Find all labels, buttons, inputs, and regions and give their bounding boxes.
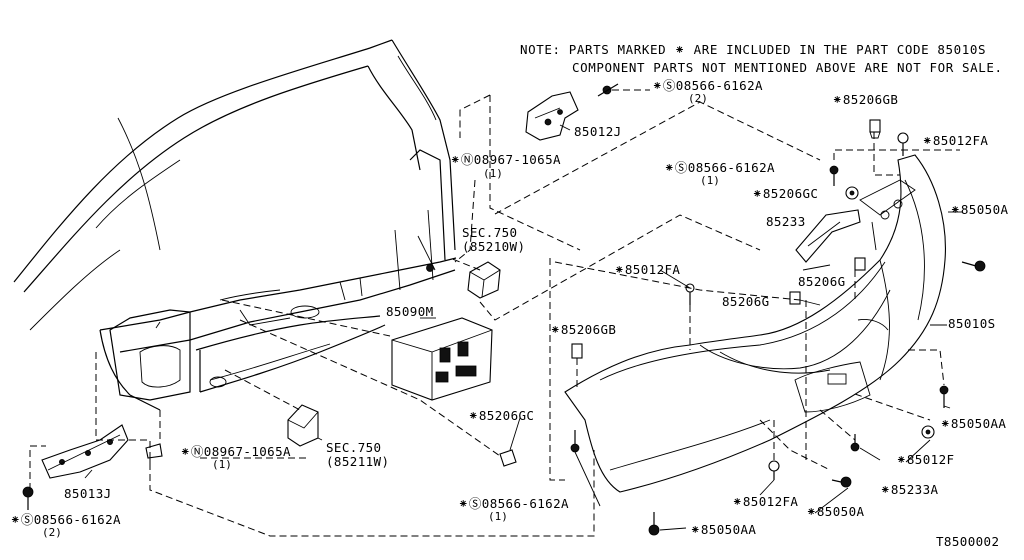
label-85050aa-low: ⁕85050AA	[690, 522, 756, 537]
label-85012f: ⁕85012F	[896, 452, 954, 467]
label-08566-6162a-top: ⁕Ⓢ08566-6162A	[652, 78, 763, 93]
qty-08566-6162a-left: (2)	[42, 526, 62, 539]
label-85010s: 85010S	[948, 316, 996, 331]
qty-08967-1065a-low: (1)	[212, 458, 232, 471]
qty-08566-6162a-top: (2)	[688, 92, 708, 105]
note-line-2: COMPONENT PARTS NOT MENTIONED ABOVE ARE …	[572, 60, 1003, 75]
label-85233a: ⁕85233A	[880, 482, 939, 497]
bracket-85233	[795, 209, 861, 263]
qty-08566-6162a-low: (1)	[488, 510, 508, 523]
fasteners	[22, 83, 986, 536]
label-85090m: 85090M	[386, 304, 434, 319]
vehicle-body-outline	[13, 39, 457, 411]
label-08566-6162a-mid: ⁕Ⓢ08566-6162A	[664, 160, 775, 175]
label-85233: 85233	[766, 214, 806, 229]
label-85211w: (85211W)	[326, 454, 389, 469]
label-85050a-low: ⁕85050A	[806, 504, 865, 519]
label-85050a-right: ⁕85050A	[950, 202, 1009, 217]
label-85050aa-right: ⁕85050AA	[940, 416, 1006, 431]
bumper-fascia	[564, 154, 946, 493]
label-sec750-low: SEC.750	[326, 440, 381, 455]
bracket-85013j	[41, 424, 129, 479]
sec750-part-upper	[467, 261, 501, 299]
label-85012fa-top: ⁕85012FA	[922, 133, 988, 148]
qty-08566-6162a-mid: (1)	[700, 174, 720, 187]
sec750-part-lower	[287, 404, 319, 447]
label-85013j: 85013J	[64, 486, 112, 501]
label-85012fa-low: ⁕85012FA	[732, 494, 798, 509]
label-85206gc-top: ⁕85206GC	[752, 186, 818, 201]
label-08967-1065a-low: ⁕Ⓝ08967-1065A	[180, 444, 291, 459]
note-line-1: NOTE: PARTS MARKED ⁕ ARE INCLUDED IN THE…	[520, 42, 986, 57]
label-08967-1065a-top: ⁕Ⓝ08967-1065A	[450, 152, 561, 167]
bracket-85012j	[525, 91, 579, 141]
label-85012fa-mid: ⁕85012FA	[614, 262, 680, 277]
label-85012j: 85012J	[574, 124, 622, 139]
absorber-85090m	[391, 317, 493, 401]
label-85210w: (85210W)	[462, 239, 525, 254]
diagram-code: T8500002	[936, 534, 999, 549]
label-08566-6162a-low: ⁕Ⓢ08566-6162A	[458, 496, 569, 511]
label-08566-6162a-left: ⁕Ⓢ08566-6162A	[10, 512, 121, 527]
label-85206gc-low: ⁕85206GC	[468, 408, 534, 423]
label-85206g-mid: 85206G	[722, 294, 770, 309]
label-85206gb-mid: ⁕85206GB	[550, 322, 616, 337]
label-sec750-top: SEC.750	[462, 225, 517, 240]
qty-08967-1065a-top: (1)	[483, 167, 503, 180]
label-85206g-right: 85206G	[798, 274, 846, 289]
label-85206gb-top: ⁕85206GB	[832, 92, 898, 107]
leader-lines	[29, 89, 962, 537]
